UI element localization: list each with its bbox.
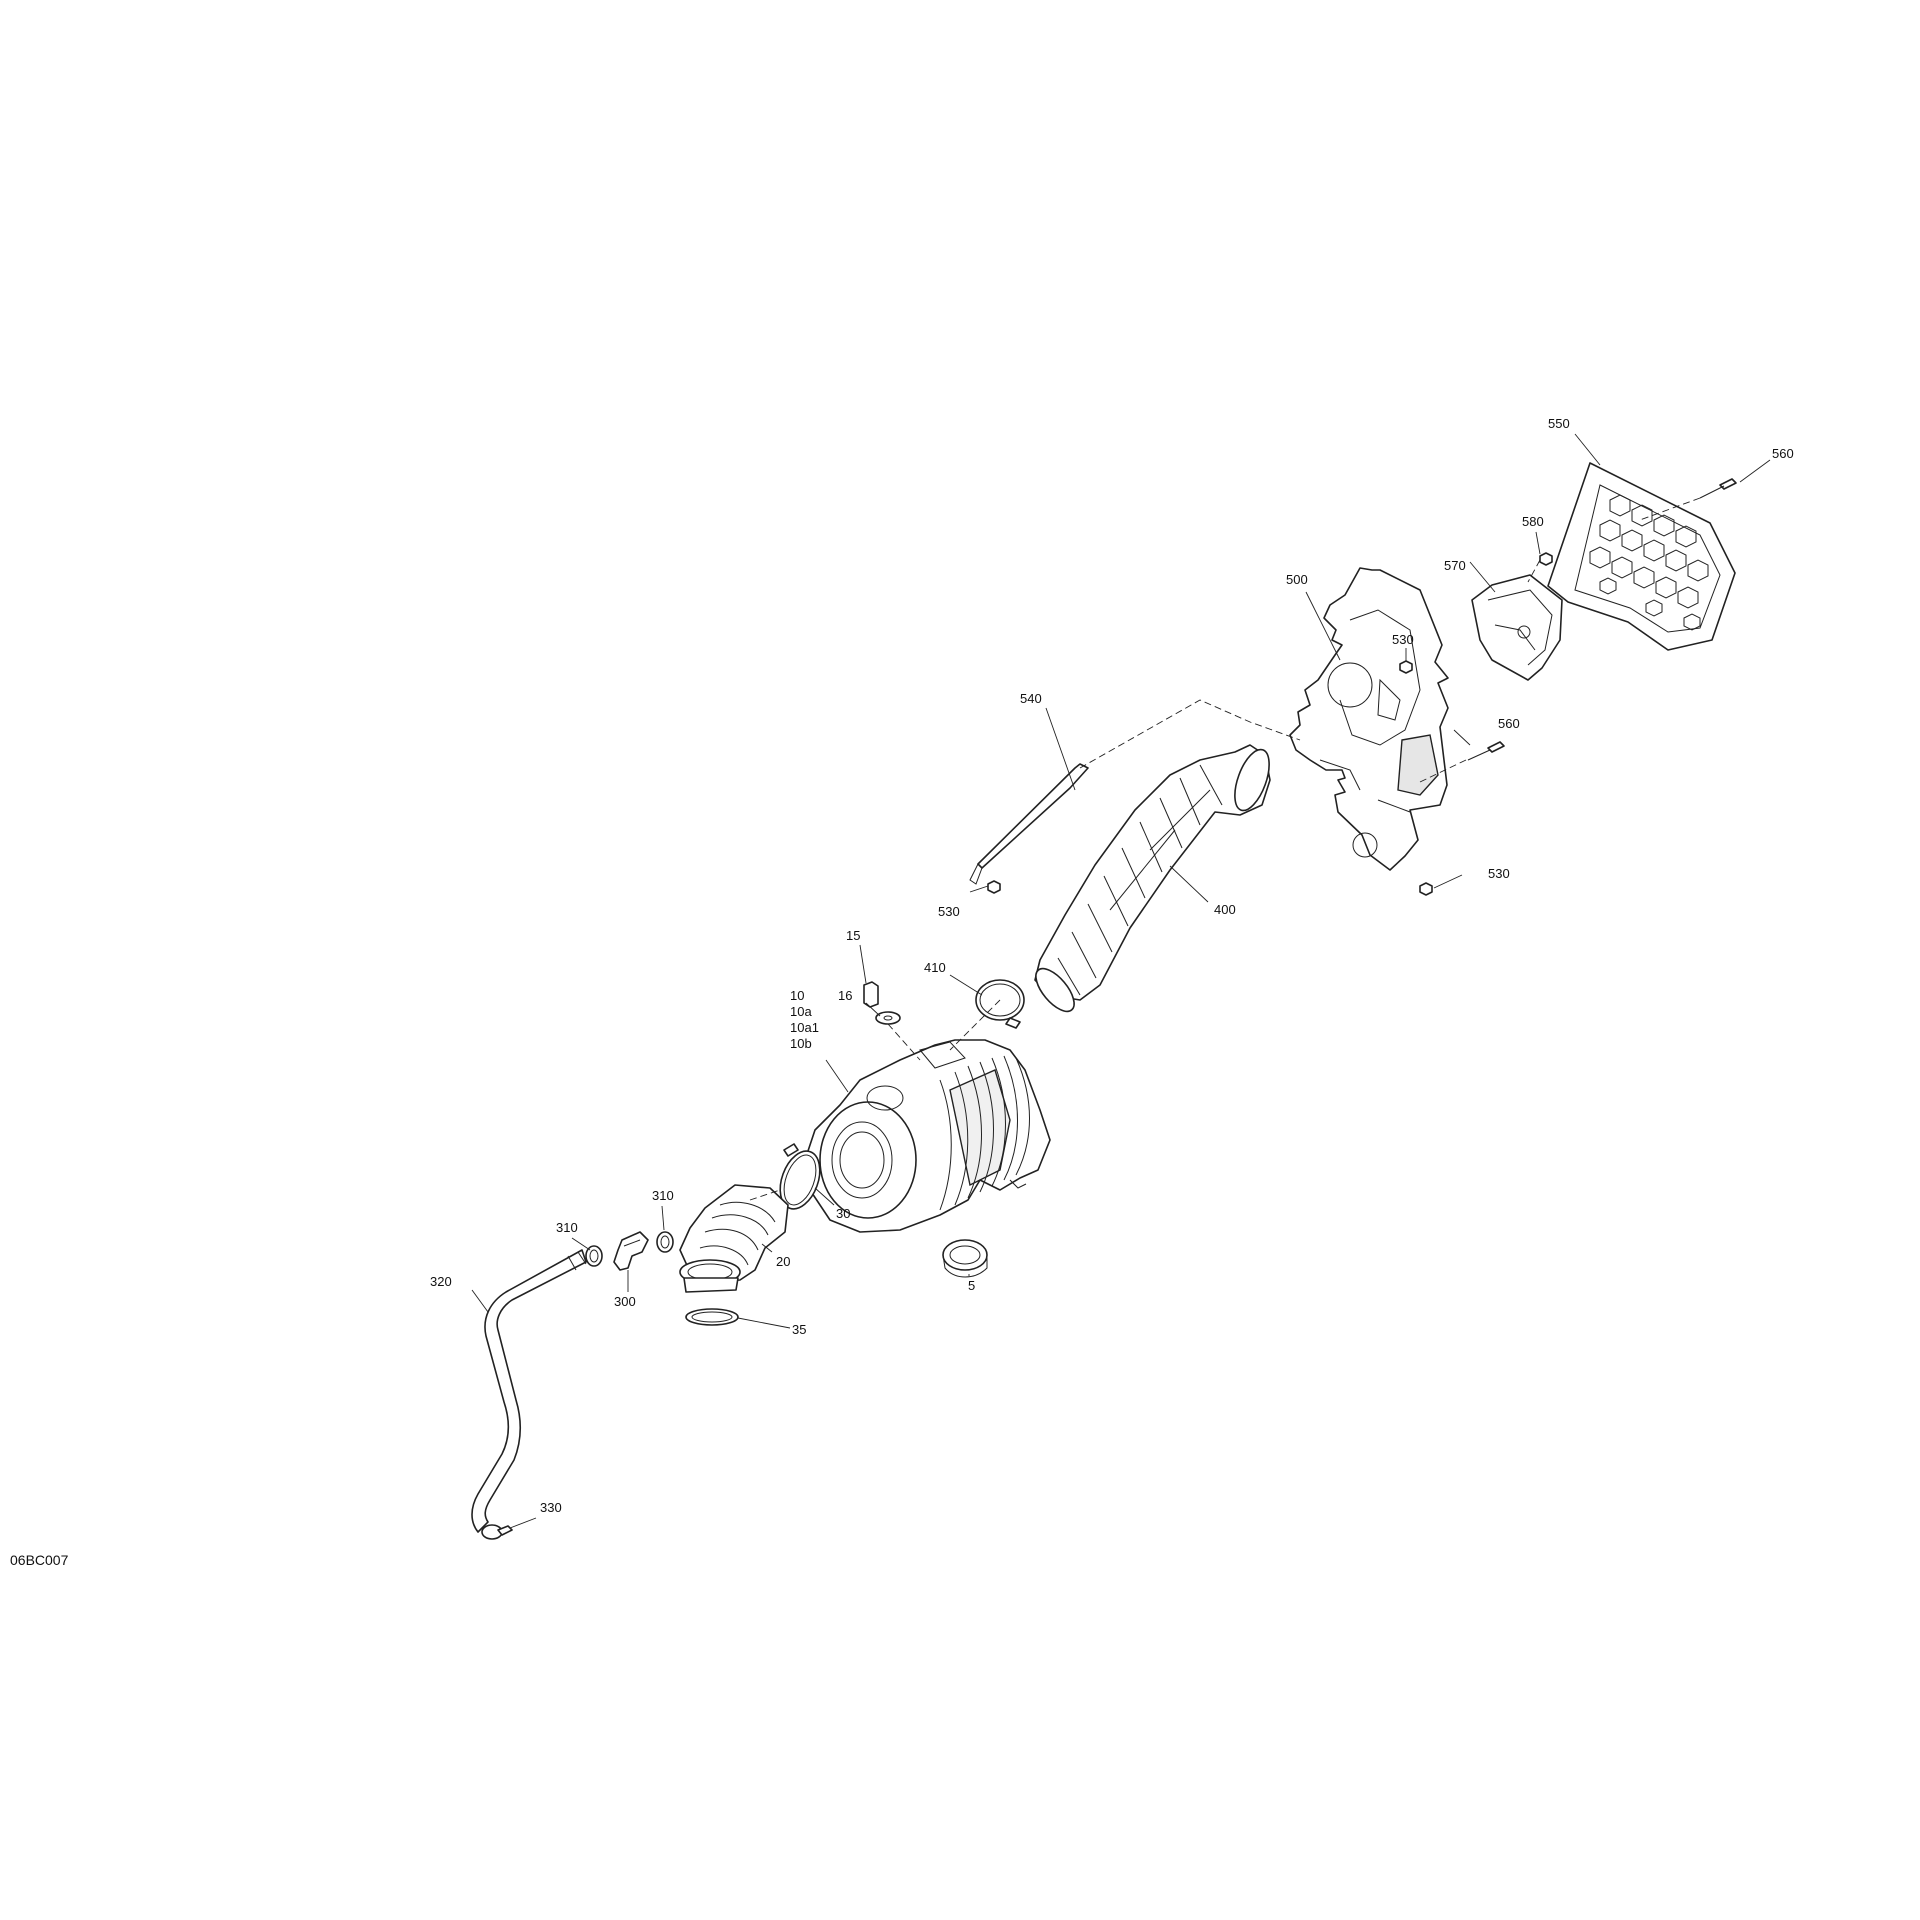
boot-ribs bbox=[699, 1201, 776, 1266]
callout-10b: 10b bbox=[790, 1036, 812, 1051]
duct-ribs bbox=[1057, 764, 1223, 996]
callout-530-housing-top: 530 bbox=[1392, 632, 1414, 647]
callout-20: 20 bbox=[776, 1254, 790, 1269]
part-16-washer[interactable] bbox=[875, 1011, 901, 1025]
callout-560-upper: 560 bbox=[1772, 446, 1794, 461]
callout-10a1: 10a1 bbox=[790, 1020, 819, 1035]
callout-labels: 550 560 580 570 500 530 560 540 530 530 … bbox=[10, 416, 1794, 1568]
callout-410: 410 bbox=[924, 960, 946, 975]
part-570-cover[interactable] bbox=[1471, 574, 1563, 681]
part-320-hose[interactable] bbox=[471, 1249, 587, 1533]
part-300-elbow-fitting[interactable] bbox=[613, 1231, 649, 1271]
part-310-clamp-left[interactable] bbox=[585, 1245, 603, 1267]
callout-310-right: 310 bbox=[652, 1188, 674, 1203]
callout-15: 15 bbox=[846, 928, 860, 943]
part-500-housing[interactable] bbox=[1289, 567, 1449, 871]
callout-330: 330 bbox=[540, 1500, 562, 1515]
part-20-elbow-boot[interactable] bbox=[679, 1184, 789, 1293]
part-560-screw-lower[interactable] bbox=[1467, 741, 1505, 761]
part-10-air-filter-housing[interactable] bbox=[804, 1039, 1051, 1233]
part-530-screw-rod[interactable] bbox=[987, 880, 1001, 894]
callout-570: 570 bbox=[1444, 558, 1466, 573]
housing-ribs bbox=[939, 1055, 1030, 1211]
callout-560-lower: 560 bbox=[1498, 716, 1520, 731]
callout-320: 320 bbox=[430, 1274, 452, 1289]
part-540-rod[interactable] bbox=[969, 763, 1089, 885]
part-15-bolt[interactable] bbox=[863, 981, 879, 1008]
callout-10: 10 bbox=[790, 988, 804, 1003]
callout-10a: 10a bbox=[790, 1004, 812, 1019]
callout-550: 550 bbox=[1548, 416, 1570, 431]
part-530-screw-housing-bottom[interactable] bbox=[1419, 882, 1433, 896]
callout-540: 540 bbox=[1020, 691, 1042, 706]
assembly-lines bbox=[749, 497, 1701, 1201]
callout-530-housing-bottom: 530 bbox=[1488, 866, 1510, 881]
part-310-clamp-right[interactable] bbox=[656, 1231, 674, 1253]
callout-580: 580 bbox=[1522, 514, 1544, 529]
honeycomb-pattern bbox=[1589, 494, 1709, 631]
part-550-honeycomb-grille[interactable] bbox=[1547, 462, 1736, 651]
part-5-ring[interactable] bbox=[942, 1239, 988, 1278]
callout-530-rod: 530 bbox=[938, 904, 960, 919]
part-35-clamp[interactable] bbox=[685, 1308, 739, 1326]
callout-5: 5 bbox=[968, 1278, 975, 1293]
part-530-screw-housing-top[interactable] bbox=[1399, 660, 1413, 674]
part-410-clamp[interactable] bbox=[975, 979, 1025, 1029]
callout-300: 300 bbox=[614, 1294, 636, 1309]
part-400-intake-duct[interactable] bbox=[1029, 744, 1276, 1018]
part-30-clamp[interactable] bbox=[773, 1143, 827, 1214]
callout-400: 400 bbox=[1214, 902, 1236, 917]
leader-lines bbox=[471, 433, 1771, 1529]
part-560-screw-upper[interactable] bbox=[1699, 478, 1737, 499]
callout-16: 16 bbox=[838, 988, 852, 1003]
part-330-clamp[interactable] bbox=[481, 1524, 513, 1540]
part-580-screw[interactable] bbox=[1539, 552, 1553, 566]
callout-500: 500 bbox=[1286, 572, 1308, 587]
callout-310-left: 310 bbox=[556, 1220, 578, 1235]
callout-30: 30 bbox=[836, 1206, 850, 1221]
diagram-code: 06BC007 bbox=[10, 1552, 69, 1568]
callout-35: 35 bbox=[792, 1322, 806, 1337]
